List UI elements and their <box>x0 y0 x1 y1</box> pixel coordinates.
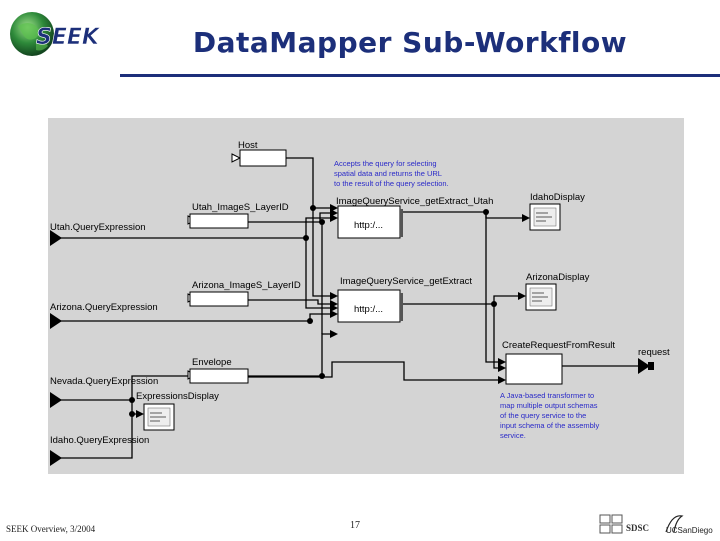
nevada-query-label: Nevada.QueryExpression <box>50 376 158 387</box>
arizona-service-label: ImageQueryService_getExtract <box>340 276 472 287</box>
arizona-display-actor[interactable] <box>525 283 557 311</box>
institution-logos: SDSC UCSanDiego <box>598 512 716 536</box>
utah-service-value: http:/... <box>354 220 383 231</box>
arizona-query-port[interactable] <box>50 313 62 329</box>
host-port-icon <box>231 153 242 163</box>
request-port[interactable] <box>638 358 654 374</box>
arizona-query-label: Arizona.QueryExpression <box>50 302 158 313</box>
sdsc-text: SDSC <box>626 523 649 533</box>
bottom-note-line: A Java-based transformer to <box>500 391 594 400</box>
workflow-diagram: Host Utah_ImageS_LayerID Arizona_ImageS_… <box>48 118 684 474</box>
utah-service-label: ImageQueryService_getExtract_Utah <box>336 196 493 207</box>
seek-logo: SEEK <box>6 6 116 62</box>
title-divider <box>120 74 720 77</box>
nevada-query-port[interactable] <box>50 392 62 408</box>
page-number: 17 <box>350 520 360 531</box>
envelope-label: Envelope <box>192 357 232 368</box>
host-actor[interactable] <box>239 149 287 167</box>
ucsd-text: UCSanDiego <box>666 526 713 535</box>
idaho-display-actor[interactable] <box>529 203 561 231</box>
utah-query-label: Utah.QueryExpression <box>50 222 146 233</box>
create-request-label: CreateRequestFromResult <box>502 340 615 351</box>
idaho-query-label: Idaho.QueryExpression <box>50 435 149 446</box>
arizona-display-label: ArizonaDisplay <box>526 272 590 283</box>
idaho-query-port[interactable] <box>50 450 62 466</box>
top-note-line: to the result of the query selection. <box>334 179 449 188</box>
logo-text: SEEK <box>36 25 101 50</box>
expressions-display-label: ExpressionsDisplay <box>136 391 219 402</box>
utah-service-actor[interactable] <box>337 205 401 239</box>
utah-query-port[interactable] <box>50 230 62 246</box>
bottom-annotation: A Java-based transformer to map multiple… <box>500 391 599 440</box>
utah-layer-actor[interactable] <box>189 213 249 229</box>
utah-layer-label: Utah_ImageS_LayerID <box>192 202 289 213</box>
top-note-line: Accepts the query for selecting <box>334 159 437 168</box>
sdsc-logo-icon <box>599 514 623 534</box>
top-annotation: Accepts the query for selecting spatial … <box>334 159 449 188</box>
bottom-note-line: map multiple output schemas <box>500 401 598 410</box>
footer-caption: SEEK Overview, 3/2004 <box>6 524 96 534</box>
bottom-note-line: of the query service to the <box>500 411 586 420</box>
ucsd-logo-icon <box>665 515 684 533</box>
arizona-service-value: http:/... <box>354 304 383 315</box>
bottom-note-line: input schema of the assembly <box>500 421 599 430</box>
arizona-layer-label: Arizona_ImageS_LayerID <box>192 280 301 291</box>
create-request-actor[interactable] <box>505 353 563 385</box>
arizona-layer-actor[interactable] <box>189 291 249 307</box>
host-label: Host <box>238 140 258 151</box>
top-note-line: spatial data and returns the URL <box>334 169 442 178</box>
envelope-actor[interactable] <box>189 368 249 384</box>
idaho-display-label: IdahoDisplay <box>530 192 585 203</box>
expressions-display-actor[interactable] <box>143 403 175 431</box>
bottom-note-line: service. <box>500 431 526 440</box>
page-title: DataMapper Sub-Workflow <box>192 26 628 59</box>
request-label: request <box>638 347 670 358</box>
